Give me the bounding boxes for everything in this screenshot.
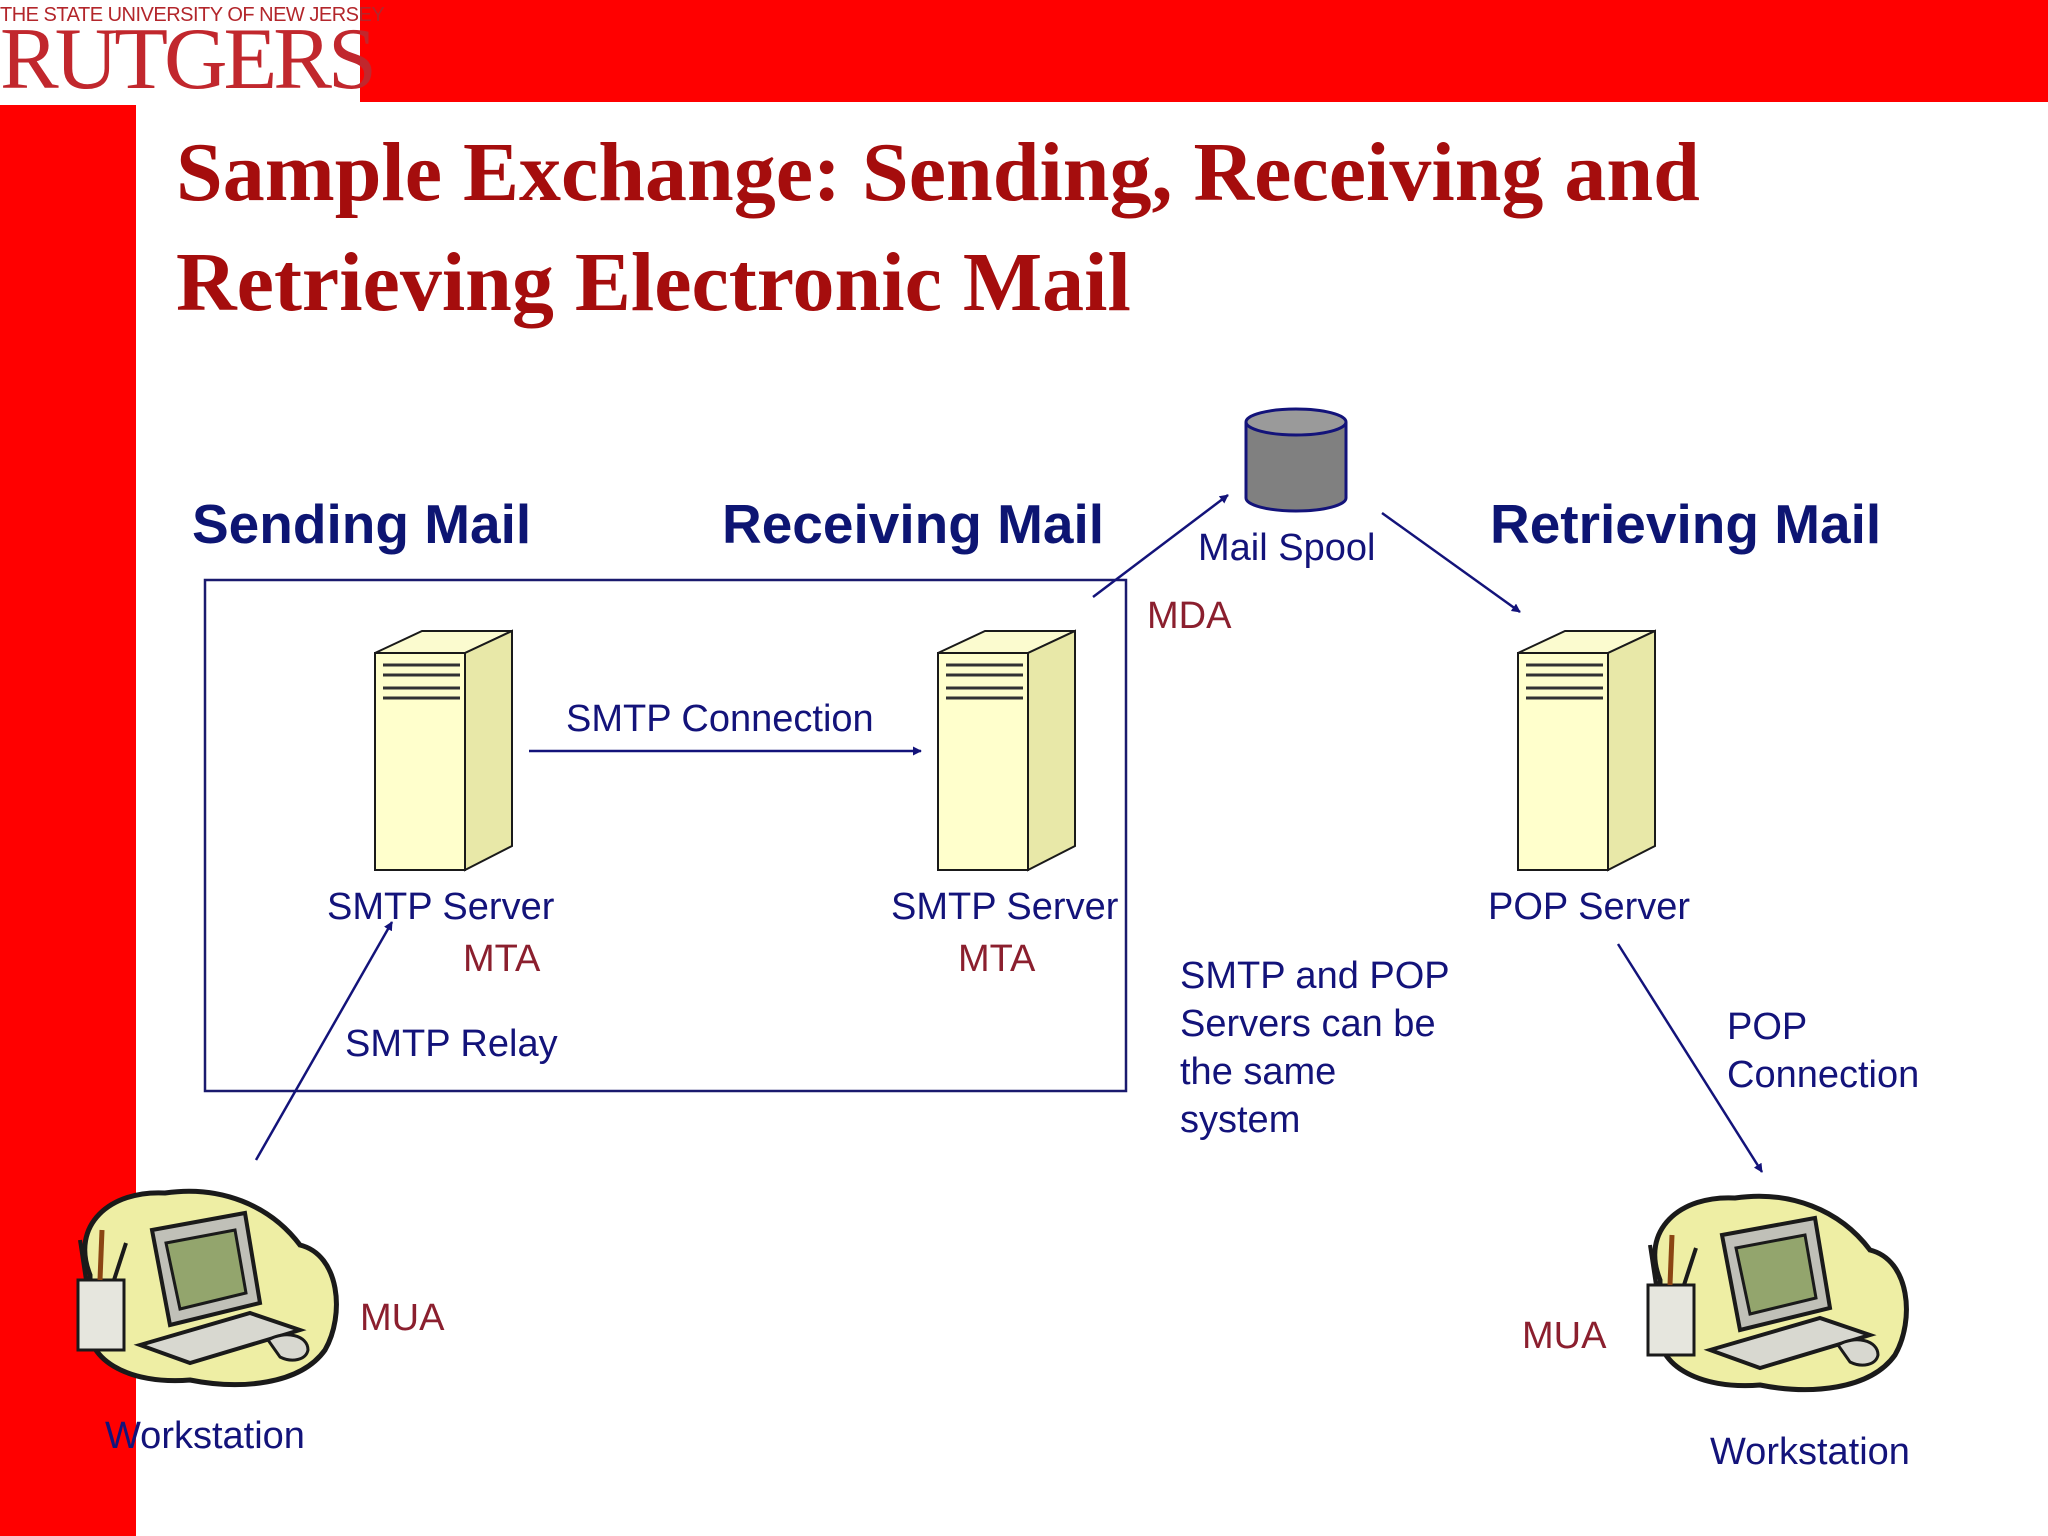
mail-transfer-boundary: [203, 578, 1128, 1093]
smtp-connection-label: SMTP Connection: [566, 698, 874, 740]
title-line-1: Sample Exchange: Sending, Receiving and: [176, 126, 1700, 219]
mta-2-label: MTA: [958, 938, 1036, 980]
note-line-3: the same: [1180, 1051, 1337, 1093]
workstation-left-icon: [76, 1188, 339, 1388]
smtp-server-2-label: SMTP Server: [891, 886, 1119, 928]
retrieving-mail-heading: Retrieving Mail: [1490, 493, 1882, 555]
smtp-server-1-label: SMTP Server: [327, 886, 555, 928]
mda-arrow: [1092, 494, 1229, 598]
rutgers-logo: THE STATE UNIVERSITY OF NEW JERSEY RUTGE…: [0, 0, 385, 105]
smtp-relay-label: SMTP Relay: [345, 1023, 558, 1065]
pop-server-icon: [1517, 629, 1656, 872]
mua-right-label: MUA: [1522, 1315, 1607, 1357]
note-line-1: SMTP and POP: [1180, 955, 1450, 997]
slide-title: Sample Exchange: Sending, Receiving and …: [176, 118, 1976, 338]
mail-spool-label: Mail Spool: [1198, 527, 1376, 569]
note-line-2: Servers can be: [1180, 1003, 1436, 1045]
mail-spool-icon: [1244, 407, 1348, 513]
logo-wordmark: RUTGERS: [0, 11, 377, 108]
title-line-2: Retrieving Electronic Mail: [176, 236, 1131, 329]
pop-connection-label-line2: Connection: [1727, 1054, 1920, 1096]
smtp-server-1-icon: [374, 629, 513, 872]
spool-to-pop-arrow: [1381, 511, 1521, 614]
pop-connection-label-line1: POP: [1727, 1006, 1808, 1048]
mda-label: MDA: [1147, 595, 1232, 637]
pop-connection-arrow: [1616, 943, 1764, 1173]
mua-left-label: MUA: [360, 1297, 445, 1339]
pop-server-label: POP Server: [1488, 886, 1691, 928]
same-system-note: SMTP and POP Servers can be the same sys…: [1180, 952, 1480, 1144]
workstation-right-label: Workstation: [1710, 1431, 1910, 1473]
smtp-server-2-icon: [937, 629, 1076, 872]
note-line-4: system: [1180, 1099, 1301, 1141]
mta-1-label: MTA: [463, 938, 541, 980]
logo-subtitle: THE STATE UNIVERSITY OF NEW JERSEY: [0, 4, 385, 26]
receiving-mail-heading: Receiving Mail: [722, 493, 1105, 555]
sending-mail-heading: Sending Mail: [192, 493, 532, 555]
workstation-right-icon: [1646, 1193, 1909, 1393]
smtp-relay-arrow: [254, 921, 394, 1161]
workstation-left-label: Workstation: [105, 1415, 305, 1457]
